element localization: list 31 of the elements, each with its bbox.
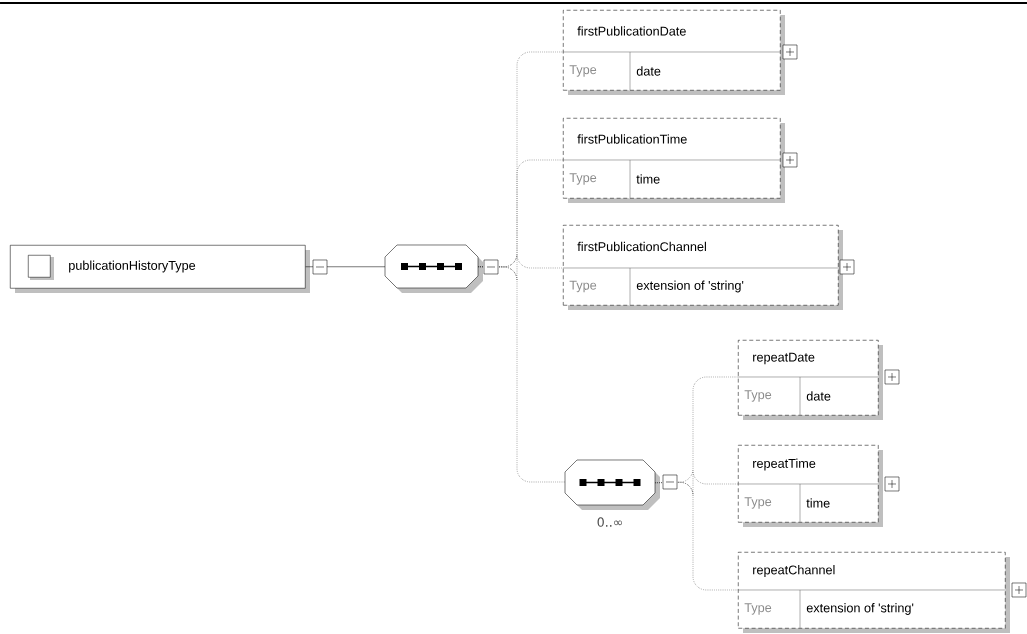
element-box — [562, 10, 785, 95]
type-name: publicationHistoryType — [69, 260, 196, 273]
element-box — [737, 552, 1010, 633]
element-box — [562, 225, 843, 310]
type-label: Type — [569, 280, 597, 293]
type-value: time — [636, 174, 660, 184]
element-name: firstPublicationChannel — [577, 241, 706, 252]
sequence-octagon — [564, 459, 660, 510]
element-box — [737, 340, 883, 420]
occurrence-label: 0..∞ — [597, 517, 622, 527]
type-label: Type — [744, 603, 772, 615]
type-value: date — [636, 66, 661, 76]
element-name: firstPublicationTime — [577, 134, 687, 144]
element-name: repeatTime — [753, 458, 816, 471]
connector-line — [655, 482, 739, 591]
element-box — [737, 445, 883, 527]
sequence-octagon — [384, 244, 483, 293]
complex-type-box — [10, 245, 310, 293]
type-value: date — [806, 391, 831, 401]
type-value: extension of 'string' — [636, 280, 744, 293]
element-name: repeatChannel — [753, 565, 835, 577]
element-box — [562, 118, 785, 203]
type-label: Type — [569, 65, 597, 77]
element-name: repeatDate — [753, 352, 815, 365]
element-name: firstPublicationDate — [577, 26, 686, 36]
type-label: Type — [569, 173, 597, 185]
type-value: extension of 'string' — [806, 603, 914, 615]
type-label: Type — [744, 497, 772, 509]
connector-line — [305, 266, 386, 268]
type-value: time — [806, 498, 830, 508]
type-label: Type — [744, 390, 772, 402]
